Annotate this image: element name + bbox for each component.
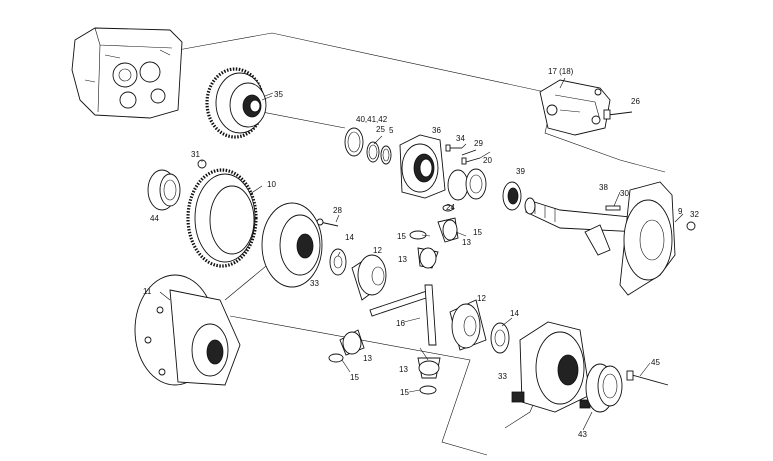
screw-29 <box>461 149 477 156</box>
leader-lines <box>159 77 684 431</box>
label-40-41-42: 40,41,42 <box>356 115 388 124</box>
bearing-cap-36 <box>399 134 446 199</box>
label-32: 32 <box>690 210 699 219</box>
label-10: 10 <box>267 180 276 189</box>
label-31: 31 <box>191 150 200 159</box>
bearing-43 <box>585 363 623 413</box>
label-15-d: 15 <box>400 388 409 397</box>
washer-15b <box>442 204 454 212</box>
bolt-28 <box>316 218 339 227</box>
nut-32 <box>686 221 696 231</box>
pinion-13a <box>417 247 439 269</box>
differential-cover <box>261 202 323 288</box>
washer-15d <box>419 385 437 395</box>
label-24: 24 <box>446 203 455 212</box>
label-39: 39 <box>516 167 525 176</box>
label-28: 28 <box>333 206 342 215</box>
label-20: 20 <box>483 156 492 165</box>
key-30 <box>605 205 621 211</box>
label-15-b: 15 <box>473 228 482 237</box>
label-34: 34 <box>456 134 465 143</box>
pinion-13b <box>437 217 459 243</box>
label-12-a: 12 <box>373 246 382 255</box>
label-15-a: 15 <box>397 232 406 241</box>
pinion-13d <box>417 357 441 379</box>
washer-15c <box>328 353 344 363</box>
label-33-b: 33 <box>498 372 507 381</box>
label-26: 26 <box>631 97 640 106</box>
part-number-labels: 35 17 (18) 26 40,41,42 25 5 36 34 29 20 … <box>143 67 699 439</box>
label-13-d: 13 <box>399 365 408 374</box>
label-45: 45 <box>651 358 660 367</box>
bracket-17 <box>539 79 611 136</box>
label-29: 29 <box>474 139 483 148</box>
bolt-26 <box>603 109 633 120</box>
label-17-18: 17 (18) <box>548 67 574 76</box>
output-shaft-38 <box>524 197 641 233</box>
ring-gear-10 <box>186 168 258 268</box>
label-14-a: 14 <box>345 233 354 242</box>
label-44: 44 <box>150 214 159 223</box>
washers-40-41-42 <box>344 127 364 157</box>
side-gear-12a <box>351 254 387 301</box>
label-13-a: 13 <box>462 238 471 247</box>
differential-case-half <box>511 321 591 413</box>
ring-5 <box>380 145 392 165</box>
label-38: 38 <box>599 183 608 192</box>
label-35: 35 <box>274 90 283 99</box>
label-5: 5 <box>389 126 394 135</box>
label-14-b: 14 <box>510 309 519 318</box>
differential-case-11 <box>134 274 241 386</box>
gearbox-housing <box>71 27 183 119</box>
label-16: 16 <box>396 319 405 328</box>
screw-34 <box>445 144 462 152</box>
side-gear-12b <box>449 299 487 351</box>
label-11: 11 <box>143 287 152 296</box>
label-15-c: 15 <box>350 373 359 382</box>
label-36: 36 <box>432 126 441 135</box>
label-13-c: 13 <box>363 354 372 363</box>
bolt-45 <box>626 370 669 386</box>
screw-20 <box>461 157 481 165</box>
bearing-24 <box>447 168 487 201</box>
bearing-44 <box>147 169 181 211</box>
label-33-a: 33 <box>310 279 319 288</box>
label-43: 43 <box>578 430 587 439</box>
ring-25 <box>366 141 380 163</box>
ring-gear-35 <box>205 67 274 139</box>
label-30: 30 <box>620 189 629 198</box>
label-13-b: 13 <box>398 255 407 264</box>
label-12-b: 12 <box>477 294 486 303</box>
cross-shaft-16 <box>369 284 437 346</box>
pinion-13c <box>339 329 365 356</box>
thrust-washer-14b <box>490 322 510 354</box>
washer-15a <box>409 230 427 240</box>
label-25: 25 <box>376 125 385 134</box>
flange-9 <box>584 181 676 296</box>
seal-39 <box>502 181 522 211</box>
thrust-washer-14a <box>329 248 347 276</box>
label-9: 9 <box>678 207 683 216</box>
